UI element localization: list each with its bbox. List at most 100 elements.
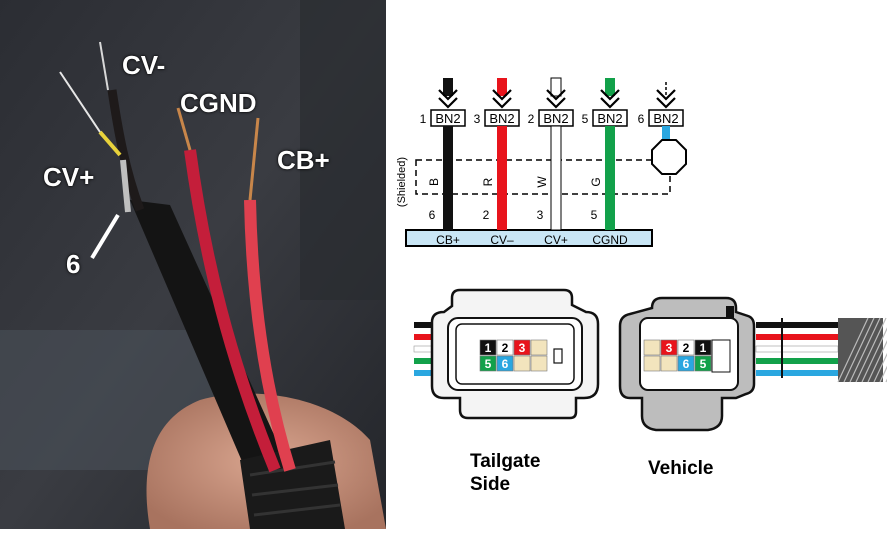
pin-cell: [496, 355, 514, 372]
signal-label: CV+: [544, 233, 568, 247]
wire-strand-cv-plus: [59, 71, 101, 133]
chevron-icon: [492, 89, 512, 101]
vehicle-wire-stripe: [756, 334, 838, 340]
end-pin-number: 6: [429, 208, 436, 222]
pin-number: 3: [474, 112, 481, 126]
pin-label: 5: [485, 357, 492, 371]
chevron-icon: [600, 89, 620, 101]
connector-label: BN2: [653, 111, 678, 126]
signal-label: CV–: [490, 233, 514, 247]
chevron-icon: [438, 97, 458, 109]
pin-label: 1: [485, 341, 492, 355]
pin-cell: [643, 339, 661, 356]
wire-stub-2: [550, 77, 562, 97]
label-cv-plus: CV+: [43, 162, 95, 192]
pin-number: 6: [638, 112, 645, 126]
pin-cell: [479, 355, 497, 372]
wire-color-letter: R: [481, 177, 495, 186]
pin-label: 3: [666, 341, 673, 355]
pin-cell: [677, 355, 695, 372]
pin-cell: [530, 355, 548, 372]
wire-red-cbplus: [244, 199, 296, 472]
pin-number: 5: [582, 112, 589, 126]
wire-color-letter: G: [589, 177, 603, 186]
tailgate-wire-stripe: [414, 322, 444, 328]
chevron-icon: [600, 97, 620, 109]
connector-label: BN2: [543, 111, 568, 126]
pin-cell: [694, 355, 712, 372]
tailgate-label-line1: Tailgate: [470, 451, 541, 472]
pin-label: 6: [683, 357, 690, 371]
end-pin-number: 2: [483, 208, 490, 222]
tailgate-label-line2: Side: [470, 474, 511, 495]
vehicle-wire-stripe: [755, 345, 839, 353]
connector-label: BN2: [489, 111, 514, 126]
wire-red-cgnd: [184, 149, 281, 473]
pin-label: 2: [683, 341, 690, 355]
shield-drain: [120, 159, 131, 213]
wire-line: [605, 126, 615, 230]
wire-black: [107, 89, 145, 212]
end-pin-number: 5: [591, 208, 598, 222]
wire-strand-cgnd: [176, 107, 192, 151]
signal-bar: [405, 229, 653, 247]
pin-cell: [643, 355, 661, 372]
wire-line: [497, 126, 507, 230]
chevron-icon: [492, 97, 512, 109]
wire-color-letter: B: [427, 178, 441, 186]
label-cgnd: CGND: [180, 88, 257, 118]
pin-label: 6: [502, 357, 509, 371]
chevron-icon: [656, 89, 676, 101]
chevron-icon: [656, 97, 676, 109]
vehicle-latch: [726, 306, 734, 318]
tailgate-wire-stripe: [414, 334, 444, 340]
pin-label: 1: [700, 341, 707, 355]
vehicle-wire-stripe: [756, 358, 838, 364]
wire-stub-0: [443, 78, 453, 96]
label-pin-six: 6: [66, 249, 81, 279]
pin-cell: [660, 339, 678, 356]
shield-box: [415, 159, 671, 195]
pin-cell: [694, 339, 712, 356]
wire-color-letter: W: [535, 176, 549, 188]
tailgate-wire-stripe: [414, 370, 444, 376]
pin-number: 2: [528, 112, 535, 126]
pin-number: 1: [420, 112, 427, 126]
chevron-icon: [546, 97, 566, 109]
wire-stub-3: [605, 78, 615, 96]
pin-cell: [513, 355, 531, 372]
wire-yellow: [98, 130, 122, 157]
vehicle-label: Vehicle: [648, 458, 714, 479]
vehicle-wire-stripe: [756, 370, 838, 376]
wire-stub-1: [497, 78, 507, 96]
connector-label: BN2: [597, 111, 622, 126]
chevron-icon: [438, 89, 458, 101]
wire-strand-cbplus: [248, 117, 260, 201]
wire-photo: CV- CGND CB+ CV+ 6: [0, 0, 386, 529]
chevron-icon: [546, 89, 566, 101]
tailgate-wire-stripe: [414, 358, 444, 364]
pin-cell: [677, 339, 695, 356]
end-pin-number: 3: [537, 208, 544, 222]
label-cv-minus: CV-: [122, 50, 166, 80]
label-cb-plus: CB+: [277, 145, 330, 175]
pin-cell: [530, 339, 548, 356]
pin-label: 2: [502, 341, 509, 355]
wire-line-blue: [662, 126, 670, 142]
pointer-six: [90, 213, 120, 260]
pin-cell: [660, 355, 678, 372]
shielded-label: (Shielded): [396, 157, 408, 207]
pin-label: 3: [519, 341, 526, 355]
signal-label: CB+: [436, 233, 460, 247]
connector-label: BN2: [435, 111, 460, 126]
wire-strand-cv-minus: [99, 41, 109, 91]
pin-cell: [513, 339, 531, 356]
vehicle-wire-stripe: [756, 322, 838, 328]
shield-ground-symbol: [651, 139, 687, 175]
pin-cell: [496, 339, 514, 356]
signal-label: CGND: [592, 233, 628, 247]
pin-cell: [479, 339, 497, 356]
pin-label: 5: [700, 357, 707, 371]
wire-line: [550, 125, 562, 231]
